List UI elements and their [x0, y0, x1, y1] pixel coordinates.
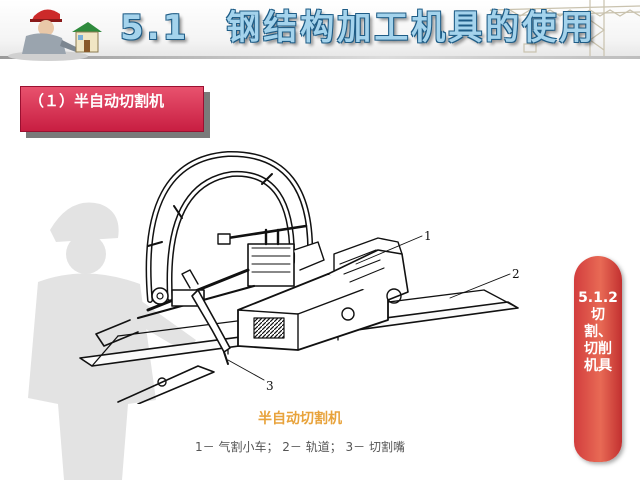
slide-header: [0, 0, 640, 58]
figure-caption: 半自动切割机: [258, 411, 342, 427]
callout-1: 1: [424, 229, 432, 243]
worker-with-house-icon: [8, 9, 102, 61]
semi-automatic-cutting-machine-figure: 1 2 3: [79, 150, 520, 404]
callout-2: 2: [512, 267, 520, 281]
side-tab-label: 5.1.2 切割、切削机具: [578, 290, 618, 374]
construction-crane-icon: [489, 0, 640, 56]
header-divider: [0, 56, 640, 59]
worker-silhouette-icon: [28, 202, 196, 480]
slide-title: 5.1 钢结构加工机具的使用: [120, 8, 597, 48]
side-tab[interactable]: 5.1.2 切割、切削机具: [574, 256, 622, 462]
section-label: （１）半自动切割机: [20, 86, 204, 132]
callout-3: 3: [266, 379, 274, 393]
figure-legend: 1－ 气割小车； 2－ 轨道； 3－ 切割嘴: [195, 440, 405, 454]
